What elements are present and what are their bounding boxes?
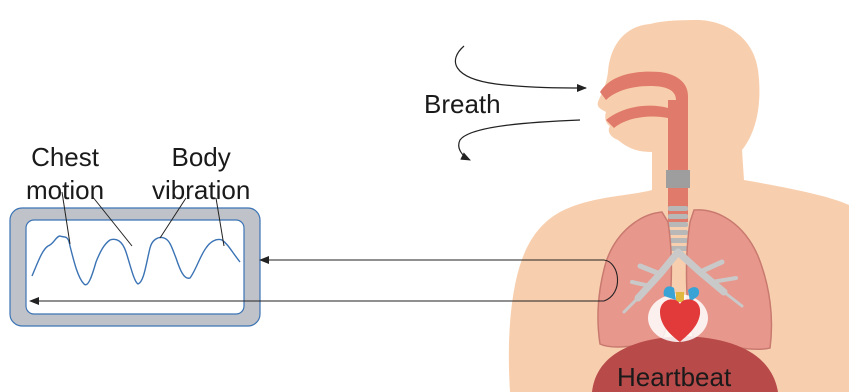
heartbeat-label: Heartbeat (617, 363, 731, 391)
chest-motion-label-line1: Chest (26, 141, 104, 174)
monitor-screen (26, 220, 244, 314)
chest-motion-label-line2: motion (26, 174, 104, 207)
breath-in-arrow-icon (455, 46, 586, 88)
body-vibration-label-line1: Body (152, 141, 250, 174)
trachea (668, 100, 688, 222)
breath-out-arrow-icon (459, 120, 580, 160)
human-body-figure (509, 20, 849, 392)
breath-label: Breath (424, 90, 501, 118)
larynx (666, 170, 690, 188)
sensing-monitor (10, 192, 260, 326)
body-vibration-label: Body vibration (152, 141, 250, 207)
body-vibration-label-line2: vibration (152, 174, 250, 207)
chest-motion-label: Chest motion (26, 141, 104, 207)
